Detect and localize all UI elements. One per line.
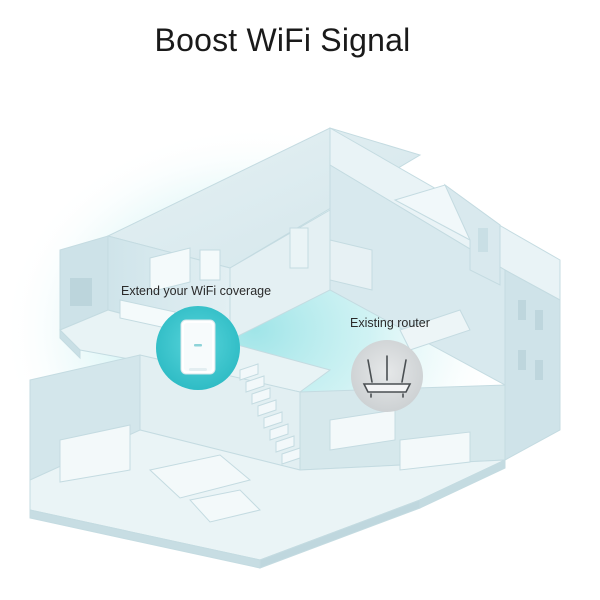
staircase [239, 363, 301, 465]
upper-furniture [119, 227, 471, 351]
wifi-router-icon [362, 355, 412, 398]
router-label: Existing router [350, 316, 430, 330]
extender-badge [156, 306, 240, 390]
lower-furniture [59, 409, 471, 523]
wifi-extender-icon [180, 319, 216, 375]
extender-label: Extend your WiFi coverage [121, 284, 272, 298]
page-title: Boost WiFi Signal [154, 22, 411, 58]
router-badge [351, 340, 423, 412]
